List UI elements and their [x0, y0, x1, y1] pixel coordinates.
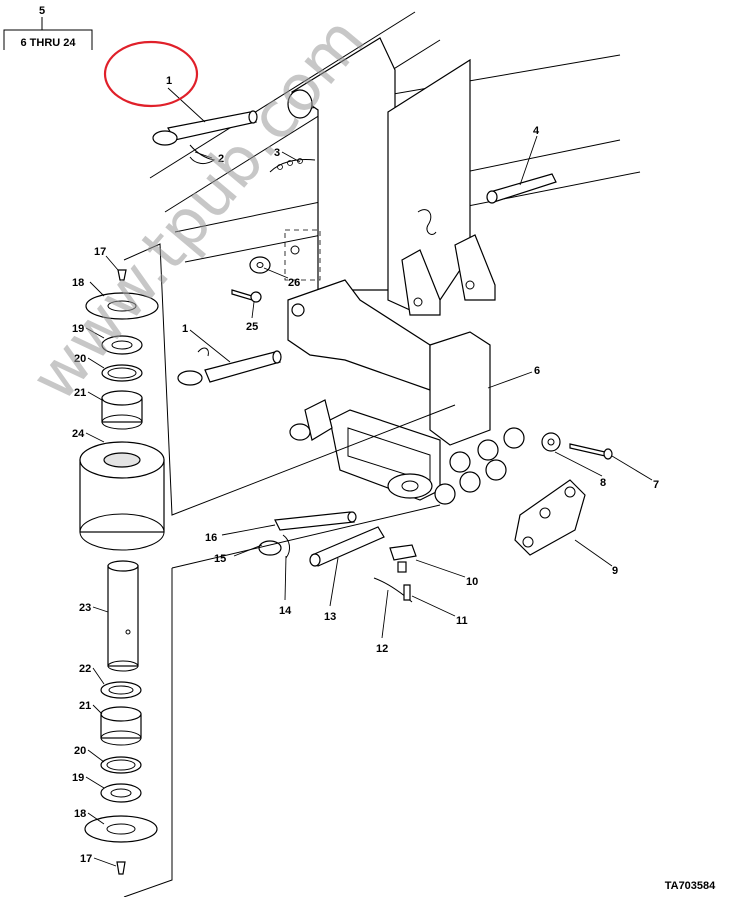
washer-18-bottom [84, 815, 158, 843]
callout-10: 10 [466, 576, 478, 588]
reference-range-label: 6 THRU 24 [20, 37, 76, 49]
callout-6: 6 [534, 365, 540, 377]
pin-1-middle [177, 347, 282, 386]
callout-17-top: 17 [94, 246, 106, 258]
callout-19-bottom: 19 [72, 772, 84, 784]
callout-21-top: 21 [74, 387, 86, 399]
bearing-21-top [101, 390, 143, 430]
grease-fitting-17-top [117, 269, 127, 281]
bracket-plate-10 [389, 544, 417, 573]
callout-14: 14 [279, 605, 292, 617]
reference-bracket: 5 6 THRU 24 [3, 5, 93, 50]
callout-13: 13 [324, 611, 336, 623]
highlight-circle [103, 40, 199, 108]
washer-26 [249, 256, 271, 274]
callout-8: 8 [600, 477, 606, 489]
callout-18-top: 18 [72, 277, 84, 289]
callout-23: 23 [79, 602, 91, 614]
reference-number: 5 [39, 5, 45, 17]
callout-20-bottom: 20 [74, 745, 86, 757]
callout-3: 3 [274, 147, 280, 159]
cotter-pin-2 [189, 144, 216, 165]
pin-16 [274, 511, 357, 531]
roller-stack [434, 427, 525, 505]
callout-leaders [85, 87, 653, 867]
pin-4 [486, 173, 557, 204]
callout-9: 9 [612, 565, 618, 577]
callout-16: 16 [205, 532, 217, 544]
figure-id: TA703584 [665, 880, 716, 892]
callout-12: 12 [376, 643, 388, 655]
ring-20-bottom [100, 756, 142, 774]
bearing-21-bottom [100, 706, 142, 746]
callout-11: 11 [456, 615, 468, 627]
callout-21-bottom: 21 [79, 700, 91, 712]
clip-small [417, 209, 437, 235]
callout-4: 4 [533, 125, 540, 137]
seal-19-bottom [100, 783, 142, 803]
callout-1-top: 1 [166, 75, 172, 87]
washer-8 [541, 432, 561, 452]
callout-2: 2 [218, 153, 224, 165]
callout-17-bottom: 17 [80, 853, 92, 865]
washer-18-top [85, 292, 159, 320]
callout-26: 26 [288, 277, 300, 289]
bolt-25 [231, 289, 262, 303]
ring-20-top [101, 364, 143, 382]
callout-24: 24 [72, 428, 85, 440]
callout-7: 7 [653, 479, 659, 491]
seal-19-top [101, 335, 143, 355]
pin-1-top [152, 110, 258, 146]
callout-19-top: 19 [72, 323, 84, 335]
callout-25: 25 [246, 321, 258, 333]
shaft-23 [107, 560, 139, 672]
callout-22: 22 [79, 663, 91, 675]
callout-1-middle: 1 [182, 323, 188, 335]
boom-frame [149, 11, 641, 316]
screw-11 [403, 584, 411, 601]
callout-labels: 1 2 3 4 26 25 1 6 8 7 9 10 11 12 13 14 1… [72, 75, 659, 865]
roller-24 [79, 441, 165, 551]
pin-13 [309, 526, 385, 567]
grease-fitting-17-bottom [116, 861, 126, 875]
chain-3 [269, 158, 316, 173]
roller-column-frame [123, 243, 456, 897]
bolt-7 [569, 443, 613, 460]
callout-15: 15 [214, 553, 226, 565]
bracket-assembly-6 [287, 279, 491, 501]
link-plate-9 [514, 479, 586, 556]
callout-18-bottom: 18 [74, 808, 86, 820]
callout-20-top: 20 [74, 353, 86, 365]
spacer-22 [100, 681, 142, 699]
